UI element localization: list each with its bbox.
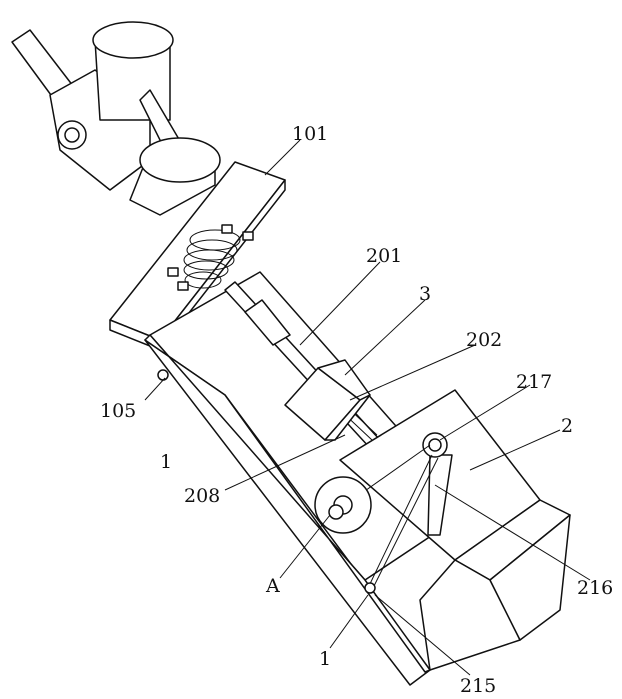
label-105: 105 bbox=[100, 400, 136, 422]
label-202: 202 bbox=[466, 329, 502, 351]
label-2: 2 bbox=[561, 415, 573, 437]
slider-3 bbox=[284, 359, 371, 441]
label-3: 3 bbox=[419, 283, 431, 305]
mounting-plate-101 bbox=[109, 161, 286, 351]
leader-lines bbox=[144, 139, 591, 676]
label-208: 208 bbox=[184, 485, 220, 507]
label-215: 215 bbox=[460, 675, 496, 697]
label-1-lower: 1 bbox=[319, 648, 331, 670]
motor-assembly bbox=[11, 21, 221, 216]
label-1-upper: 1 bbox=[160, 451, 172, 473]
label-201: 201 bbox=[366, 245, 402, 267]
label-217: 217 bbox=[516, 371, 552, 393]
label-216: 216 bbox=[577, 577, 613, 599]
label-101: 101 bbox=[292, 123, 328, 145]
label-A: A bbox=[265, 575, 280, 597]
housing-2 bbox=[314, 389, 571, 671]
